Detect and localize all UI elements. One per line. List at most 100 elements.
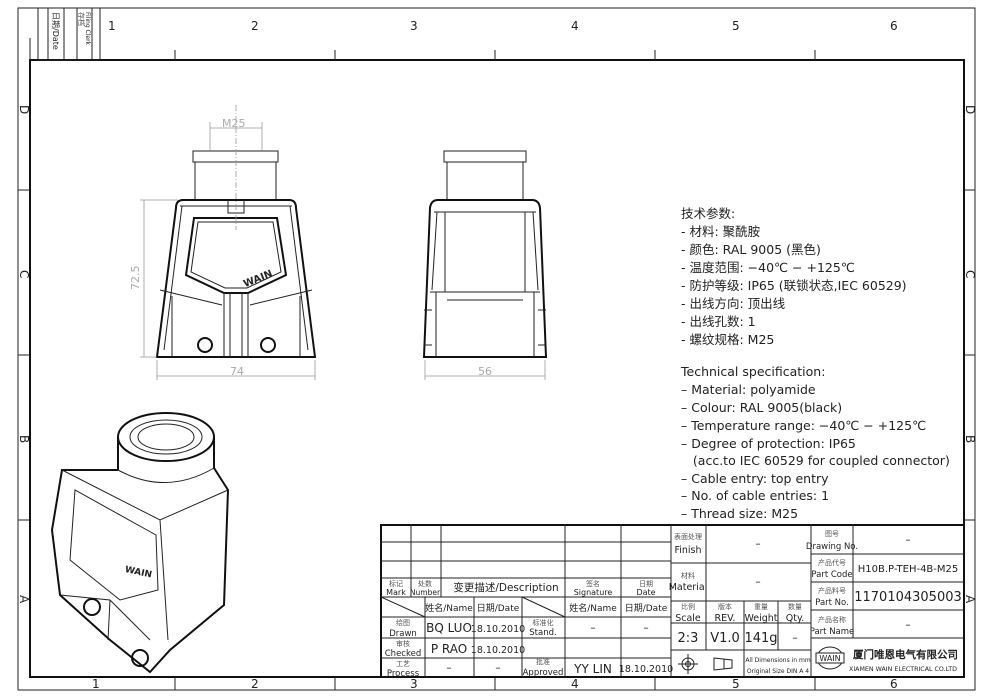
size-note: Original Size DIN A 4: [747, 668, 809, 675]
part-code-value: H10B.P-TEH-4B-M25: [858, 564, 959, 575]
side-width-dimension: 56: [478, 365, 492, 378]
zone-col-6-bottom: 6: [890, 677, 898, 691]
drawing-no-value: –: [905, 534, 910, 546]
spec-en-title: Technical specification:: [680, 364, 825, 379]
part-no-label-cn: 产品料号: [818, 586, 846, 595]
zone-row-b-right: B: [963, 435, 977, 443]
spec-cn-title: 技术参数:: [681, 206, 735, 221]
spec-en-item: – Thread size: M25: [681, 506, 798, 521]
checked-date: 18.10.2010: [471, 645, 525, 656]
mark-label: Mark: [386, 588, 406, 597]
qty-label-cn: 数量: [788, 602, 802, 611]
mark-label-cn: 标记: [389, 579, 403, 588]
scale-label: Scale: [675, 613, 701, 624]
zone-col-3: 3: [410, 19, 418, 33]
iso-wain-logo: WAIN: [124, 565, 153, 580]
part-code-label-cn: 产品代号: [818, 558, 846, 567]
qty-value: –: [792, 632, 797, 644]
drawn-label: Drawn: [389, 629, 417, 639]
revision-box: 日期/Date 存档 Filing Clerk: [37, 7, 101, 61]
zone-col-2: 2: [251, 19, 259, 33]
spec-cn-item: - 材料: 聚酰胺: [681, 224, 760, 239]
spec-cn-item: - 温度范围: −40℃ − +125℃: [681, 260, 855, 275]
spec-cn-item: - 出线方向: 顶出线: [681, 296, 786, 311]
finish-label: Finish: [674, 545, 701, 556]
scale-value: 2:3: [678, 631, 699, 646]
spec-cn-item: - 防护等级: IP65 (联锁状态,IEC 60529): [681, 278, 907, 293]
date-label: Date: [636, 588, 655, 597]
spec-chinese: 技术参数: - 材料: 聚酰胺 - 颜色: RAL 9005 (黑色) - 温度…: [681, 206, 907, 347]
company-name-cn: 厦门唯恩电气有限公司: [853, 648, 958, 661]
thread-dimension: M25: [222, 117, 246, 130]
signature-label-cn: 签名: [586, 579, 600, 588]
drawn-date: 18.10.2010: [471, 624, 525, 635]
name-header-2: 姓名/Name: [569, 602, 617, 614]
zone-col-4: 4: [571, 19, 579, 33]
rev-label: REV.: [715, 613, 736, 624]
part-no-label: Part No.: [815, 598, 849, 608]
drawn-label-cn: 绘图: [396, 618, 410, 627]
weight-label-cn: 重量: [754, 603, 768, 611]
zone-row-c: C: [17, 270, 31, 278]
rev-value: V1.0: [710, 631, 740, 646]
spec-cn-item: - 螺纹规格: M25: [681, 332, 774, 347]
finish-value: –: [755, 538, 760, 550]
company-logo: WAIN: [815, 646, 845, 670]
zone-row-a-right: A: [963, 595, 977, 604]
spec-en-item: – Material: polyamide: [681, 382, 816, 397]
zone-col-3-bottom: 3: [410, 677, 418, 691]
width-dimension: 74: [230, 365, 244, 378]
description-label: 变更描述/Description: [453, 581, 558, 594]
zone-col-5-bottom: 5: [732, 677, 740, 691]
number-label-cn: 处数: [418, 579, 432, 588]
approved-date: 18.10.2010: [619, 664, 673, 675]
zone-col-1: 1: [108, 19, 116, 33]
checked-label-cn: 审核: [396, 639, 410, 648]
material-label-cn: 材料: [681, 571, 695, 580]
process-label-cn: 工艺: [396, 660, 410, 668]
zone-col-5: 5: [732, 19, 740, 33]
isometric-view: WAIN: [50, 412, 230, 674]
drawn-name: BQ LUO: [426, 621, 472, 635]
zone-labels: 1 2 3 4 5 6 1 2 3 4 5 6 D C B A D C B A: [17, 19, 977, 691]
side-view: 56: [422, 150, 548, 380]
stand-name: –: [590, 622, 595, 634]
material-value: –: [755, 576, 760, 588]
projection-symbol-icon: [678, 654, 733, 674]
part-no-value: 1170104305003: [854, 590, 962, 605]
spec-en-item: – Temperature range: −40℃ − +125℃: [681, 418, 926, 433]
date-header: 日期/Date: [477, 603, 520, 614]
zone-row-c-right: C: [963, 270, 977, 278]
zone-col-6: 6: [890, 19, 898, 33]
spec-en-item: – Colour: RAL 9005(black): [681, 400, 842, 415]
approved-label: Approved: [523, 668, 564, 678]
title-block: [380, 524, 965, 678]
qty-label: Qty.: [786, 613, 805, 624]
spec-en-item: – Cable entry: top entry: [681, 471, 829, 486]
material-label: Material: [669, 582, 708, 593]
weight-label: Weight: [744, 613, 777, 624]
zone-col-4-bottom: 4: [571, 677, 579, 691]
scale-label-cn: 比例: [681, 602, 695, 611]
spec-cn-item: - 颜色: RAL 9005 (黑色): [681, 242, 821, 257]
checked-name: P RAO: [431, 642, 467, 656]
date-label: 日期/Date: [51, 12, 60, 50]
approved-label-cn: 批准: [536, 657, 550, 666]
approved-name: YY LIN: [573, 662, 612, 676]
spec-en-item: – No. of cable entries: 1: [681, 488, 829, 503]
rev-label-cn: 版本: [718, 602, 732, 611]
spec-english: Technical specification: – Material: pol…: [680, 364, 950, 521]
process-label: Process: [387, 669, 420, 679]
drawing-no-label-cn: 图号: [825, 530, 839, 538]
weight-value: 141g: [744, 631, 777, 646]
spec-en-item: (acc.to IEC 60529 for coupled connector): [681, 453, 950, 468]
spec-en-item: – Degree of protection: IP65: [681, 436, 856, 451]
part-name-value: –: [905, 619, 910, 631]
company-name-en: XIAMEN WAIN ELECTRICAL CO.LTD: [849, 666, 957, 673]
part-code-label: Part Code: [811, 570, 852, 580]
title-block-text: 标记 Mark 处数 Number 变更描述/Description 签名 Si…: [385, 530, 962, 679]
name-header: 姓名/Name: [425, 602, 473, 614]
dims-note: All Dimensions in mm: [745, 657, 810, 664]
